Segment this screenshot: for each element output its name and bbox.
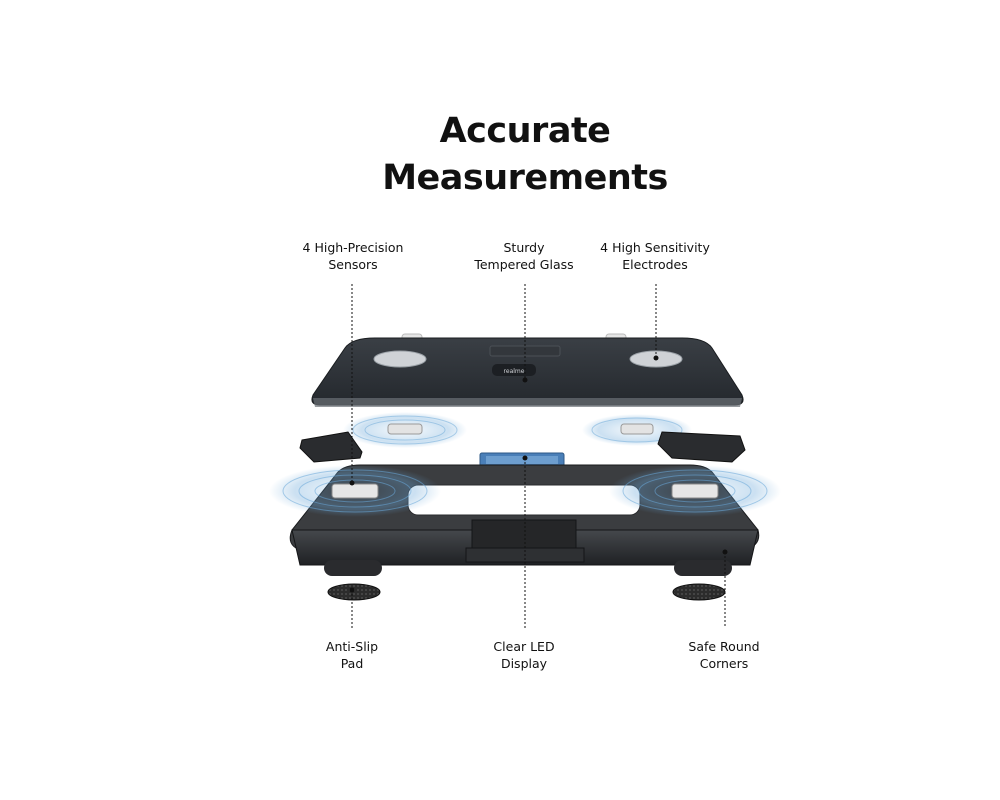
corner-cover-left [299,431,363,463]
leader-lines [351,284,726,628]
brand-mark: realme [504,368,525,375]
title-line-1: Accurate [439,111,611,151]
sensor-signal-upper-left [343,412,467,448]
sensor-signal-lower-left [269,465,441,517]
anti-slip-pad-right [672,583,726,601]
anti-slip-pad-left [327,583,381,601]
label-pad: Anti-Slip Pad [325,639,379,671]
foot-right [674,560,732,576]
label-corners: Safe Round Corners [688,639,760,671]
sensor-signal-lower-right [609,465,781,517]
label-sensors: 4 High-Precision Sensors [302,240,404,272]
title-line-2: Measurements [382,158,668,198]
foot-left [324,560,382,576]
page-title: Accurate Measurements [0,108,1000,202]
leader-dots [349,355,728,593]
label-glass: Sturdy Tempered Glass [474,240,574,272]
corner-cover-right [657,431,746,463]
tempered-glass-top: realme [311,337,744,407]
label-display: Clear LED Display [493,639,555,671]
label-electrodes: 4 High Sensitivity Electrodes [600,240,710,272]
